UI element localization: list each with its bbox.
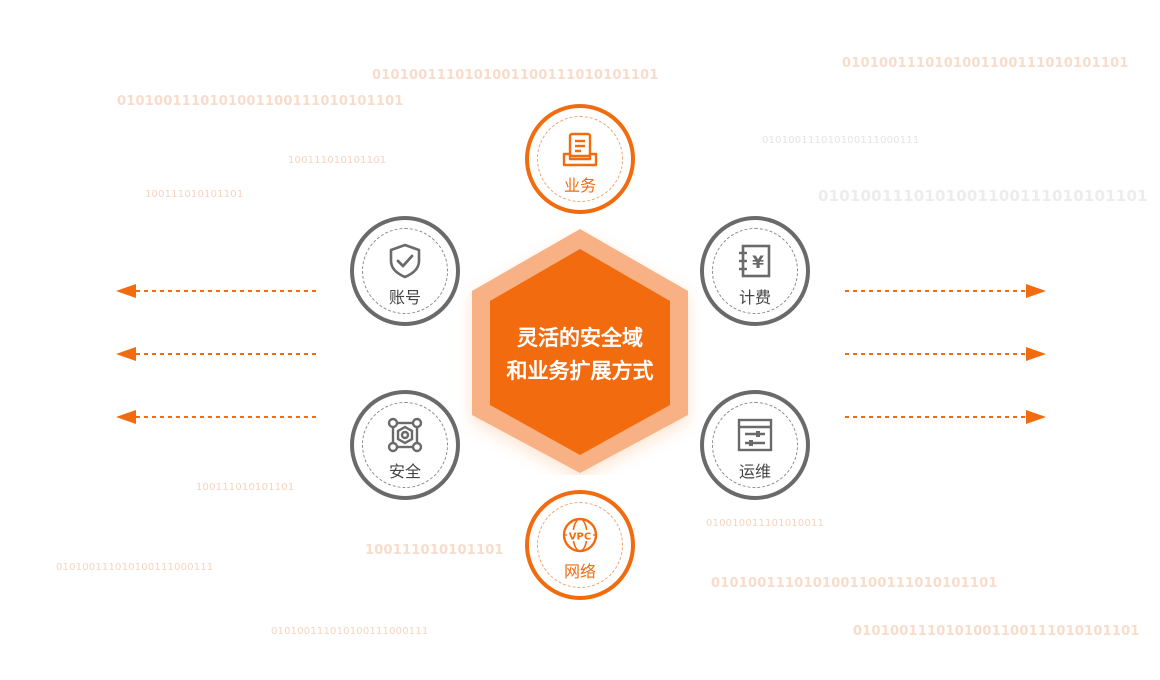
binary-text: 0101001110101001100111010101101 bbox=[842, 56, 1129, 71]
svg-text:¥: ¥ bbox=[752, 253, 764, 273]
binary-text: 0100100111​01010011 bbox=[706, 518, 825, 529]
yen-ledger-icon: ¥ bbox=[739, 244, 771, 278]
binary-text: 0101001110101001100111010101101 bbox=[117, 94, 404, 109]
arrow-left-head bbox=[116, 284, 136, 298]
node-billing: ¥ 计费 bbox=[700, 216, 810, 326]
document-tray-icon bbox=[562, 132, 598, 167]
binary-text: 100111010101101 bbox=[365, 543, 504, 558]
node-network: VPC 网络 bbox=[525, 490, 635, 600]
binary-text: 01010011101010011100011​1 bbox=[762, 135, 920, 146]
binary-text: 01010011101010011100011​1 bbox=[271, 626, 429, 637]
arrow-left-head bbox=[116, 347, 136, 361]
binary-text: 0101001110101001100111010101101 bbox=[853, 624, 1140, 639]
node-label: 计费 bbox=[738, 288, 771, 307]
nut-network-icon bbox=[387, 417, 423, 453]
node-label: 安全 bbox=[388, 462, 421, 481]
arrow-left-head bbox=[116, 410, 136, 424]
vpc-globe-icon: VPC bbox=[562, 517, 598, 553]
binary-text: 0101001110101001100111010101101 bbox=[711, 576, 998, 591]
arrow-right-head bbox=[1026, 347, 1046, 361]
node-business: 业务 bbox=[525, 104, 635, 214]
binary-text: 1001110101​01101 bbox=[288, 155, 387, 166]
binary-text: 01010011101010011001110101011​01 bbox=[372, 68, 659, 83]
shield-check-icon bbox=[389, 243, 421, 279]
binary-text: 1001110101​01101 bbox=[145, 189, 244, 200]
node-account: 账号 bbox=[350, 216, 460, 326]
binary-text: 0101001110101001100111010101101 bbox=[818, 187, 1148, 205]
center-title-line2: 和业务扩展方式 bbox=[506, 359, 654, 383]
node-label: 网络 bbox=[563, 562, 596, 581]
center-hexagon bbox=[472, 229, 688, 473]
arrow-right-head bbox=[1026, 284, 1046, 298]
center-title-line1: 灵活的安全域 bbox=[517, 326, 643, 350]
settings-panel-icon bbox=[737, 418, 773, 452]
node-label: 运维 bbox=[738, 462, 771, 481]
node-label: 业务 bbox=[563, 176, 596, 195]
node-security: 安全 bbox=[350, 390, 460, 500]
binary-text: 01010011101010011100011​1 bbox=[56, 562, 214, 573]
node-label: 账号 bbox=[388, 288, 421, 307]
arrow-right-head bbox=[1026, 410, 1046, 424]
svg-text:VPC: VPC bbox=[569, 532, 591, 543]
node-ops: 运维 bbox=[700, 390, 810, 500]
binary-text: 1001110101​01101 bbox=[196, 482, 295, 493]
